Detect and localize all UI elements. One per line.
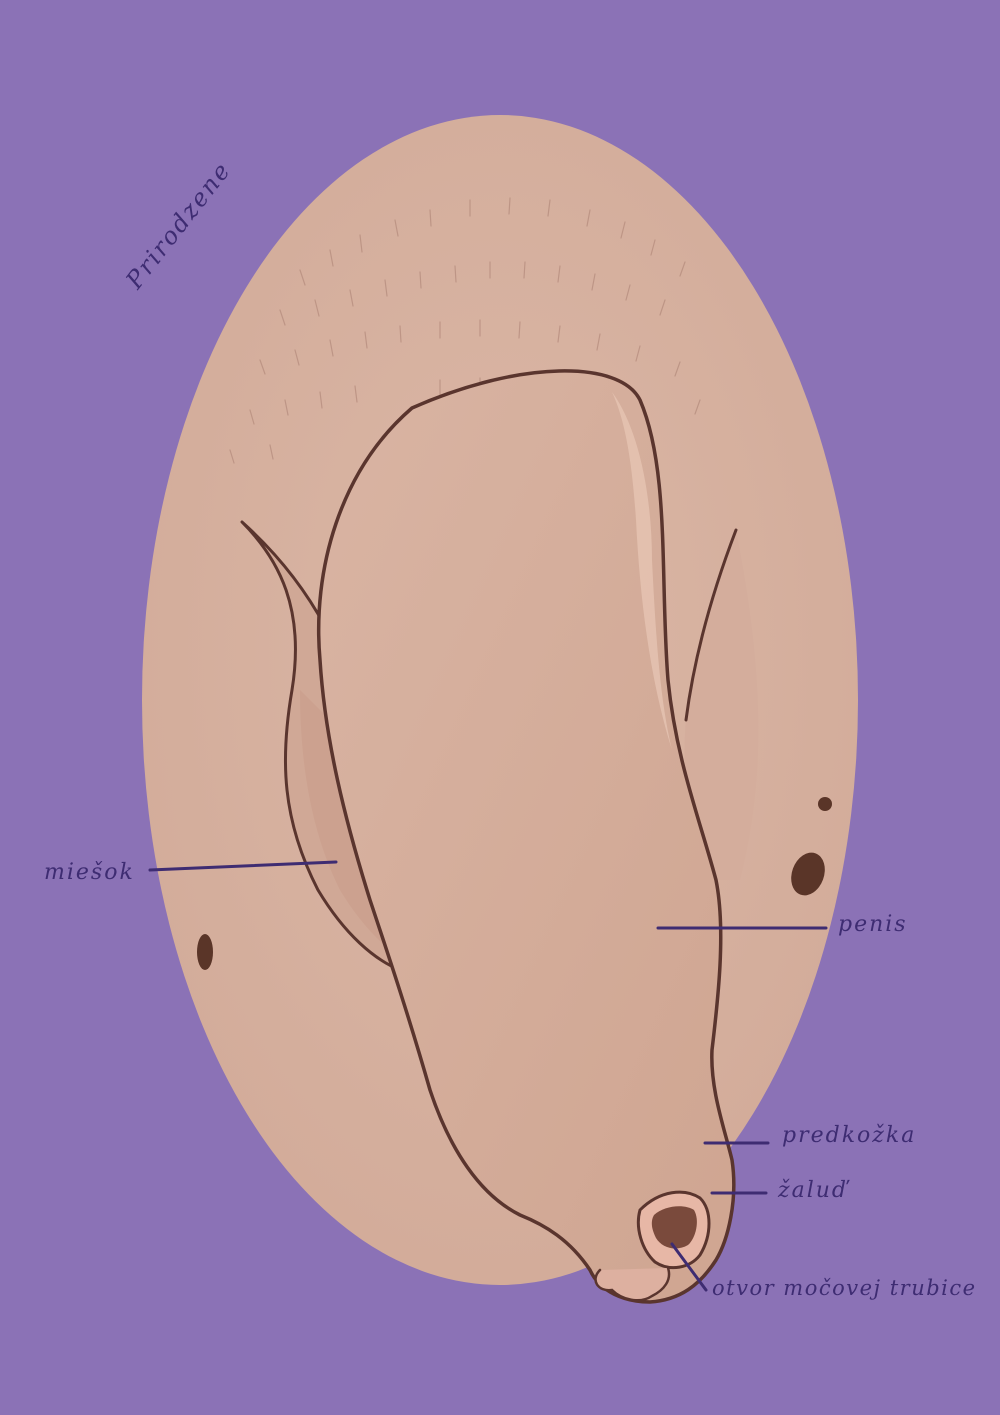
urethral-opening bbox=[651, 1206, 697, 1249]
label-foreskin: predkožka bbox=[782, 1123, 917, 1148]
shaft-highlight bbox=[612, 392, 672, 750]
pubic-hair bbox=[229, 197, 701, 464]
foreskin-tip bbox=[594, 1266, 671, 1302]
leader-otvor bbox=[670, 1242, 708, 1292]
leader-miesok bbox=[148, 860, 338, 872]
leader-lines bbox=[148, 860, 828, 1292]
label-glans: žaluď bbox=[778, 1178, 848, 1203]
label-scrotum: miešok bbox=[44, 860, 135, 885]
scrotum-right bbox=[684, 530, 759, 880]
mole-right-small bbox=[818, 797, 832, 811]
mole-right-large bbox=[791, 852, 825, 896]
scrotum-right-line bbox=[684, 528, 738, 722]
mole-left bbox=[197, 934, 213, 970]
penis-shaft bbox=[316, 369, 736, 1304]
label-urethral-opening: otvor močovej trubice bbox=[712, 1276, 977, 1300]
label-penis: penis bbox=[838, 912, 908, 937]
